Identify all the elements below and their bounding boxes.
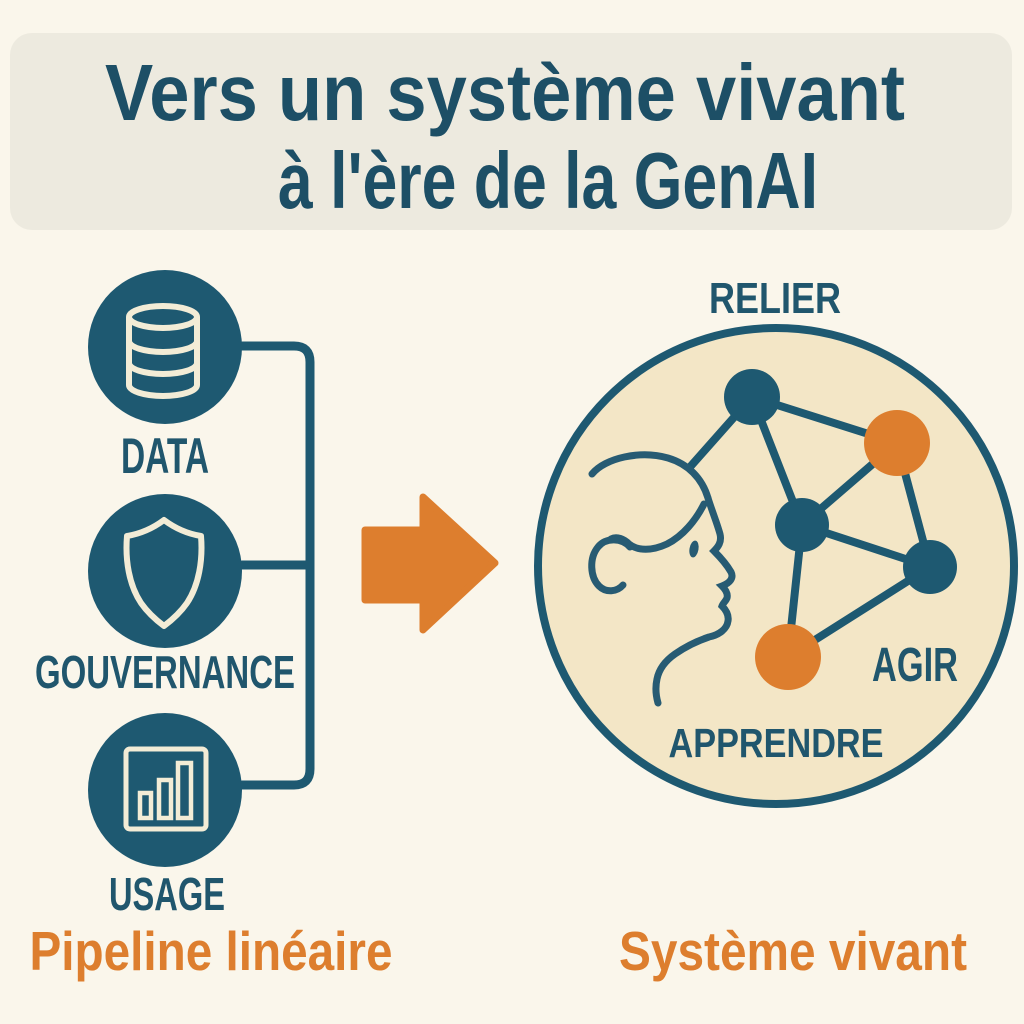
network-node-teal-center [775,498,829,552]
shield-icon [123,517,205,629]
bar-chart-icon [123,746,209,832]
caption-pipeline-lineaire: Pipeline linéaire [30,920,393,982]
stage-label-data: DATA [121,428,209,484]
transform-arrow-icon [361,493,499,634]
stage-circle-usage [88,713,242,867]
page-title-line-1: Vers un système vivant [105,48,905,137]
network-node-teal-lowright [903,540,957,594]
label-apprendre: APPRENDRE [669,720,884,766]
stage-label-usage: USAGE [109,868,225,920]
network-node-orange-bottom [755,624,821,690]
title-banner [10,33,1012,230]
living-system: RELIER AGIR APPRENDRE [534,274,1018,808]
label-agir: AGIR [872,639,958,692]
pipeline-stage-data: DATA [88,270,242,484]
caption-systeme-vivant: Système vivant [619,920,967,982]
stage-label-gouvernance: GOUVERNANCE [35,646,295,698]
page-title-line-2: à l'ère de la GenAI [278,136,818,225]
pipeline-bracket [237,341,315,790]
pipeline-stage-usage: USAGE [88,713,242,920]
eye-dot [689,540,699,558]
face-profile-icon [588,451,736,707]
stage-circle-gouvernance [88,494,242,648]
database-icon [126,303,200,399]
network-node-teal-top [724,369,780,425]
network-node-orange-right [864,410,930,476]
stage-circle-data [88,270,242,424]
pipeline-stage-gouvernance: GOUVERNANCE [35,494,295,698]
label-relier: RELIER [709,274,841,323]
